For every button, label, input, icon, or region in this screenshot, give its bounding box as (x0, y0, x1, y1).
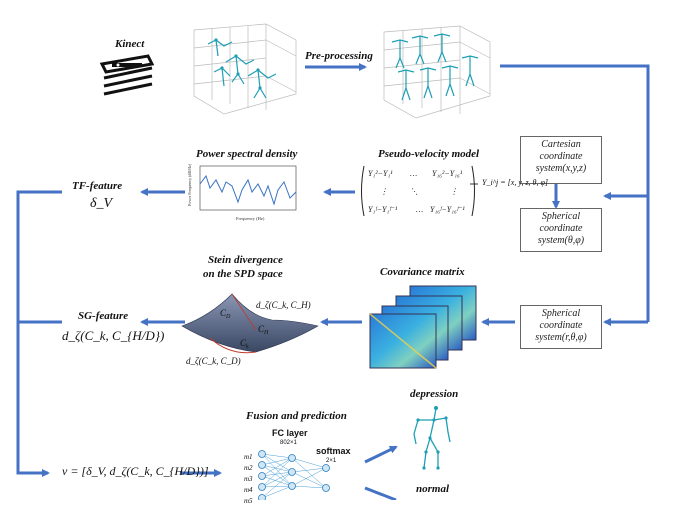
svg-text:Y₁ᶠ−Y₁ᶠ⁻¹: Y₁ᶠ−Y₁ᶠ⁻¹ (368, 205, 398, 214)
softmax-dim: 2×1 (326, 458, 337, 464)
arrow-to-depression (364, 445, 398, 464)
spherical1-line-1: Spherical (541, 211, 581, 222)
cartesian-coordinate-box: Cartesian coordinate system(x,y,z) (520, 136, 602, 184)
svg-text:…: … (410, 169, 417, 178)
svg-text:C: C (240, 338, 247, 348)
spherical1-line-2: coordinate (539, 223, 583, 234)
spherical1-line-3: system(θ,φ) (537, 235, 585, 246)
psd-xlabel: Frequency (Hz) (236, 216, 265, 221)
input-m5: m5 (244, 497, 253, 505)
normal-label: normal (416, 483, 450, 495)
kinect-device-icon (99, 54, 155, 96)
depression-label: depression (410, 388, 459, 400)
arrow-to-normal (364, 486, 397, 500)
psd-ylabel: Power Frequency (dB/Hz) (187, 163, 192, 206)
pseudo-velocity-formula: Y_i^j = [x, y, z, θ, φ] (482, 178, 549, 187)
tf-feature-label: TF-feature (72, 180, 123, 192)
stein-label-2: on the SPD space (203, 268, 283, 280)
svg-text:D: D (225, 314, 231, 320)
cartesian-line-3: system(x,y,z) (535, 163, 587, 174)
psd-plot: Power Frequency (dB/Hz) Frequency (Hz) (187, 163, 297, 221)
covariance-heatmaps (369, 285, 477, 369)
svg-text:Y₁₆²−Y₁₆¹: Y₁₆²−Y₁₆¹ (432, 169, 463, 178)
input-m1: m1 (244, 453, 253, 461)
spherical2-line-3: system(r,θ,φ) (535, 332, 587, 343)
svg-text:Y₁₆ᶠ−Y₁₆ᶠ⁻¹: Y₁₆ᶠ−Y₁₆ᶠ⁻¹ (430, 205, 465, 214)
pseudo-velocity-label: Pseudo-velocity model (378, 148, 480, 160)
spherical-coordinate-box-full: Spherical coordinate system(r,θ,φ) (520, 305, 602, 349)
softmax-label: softmax (316, 446, 351, 456)
sg-feature-label: SG-feature (78, 310, 129, 322)
svg-text:C: C (258, 324, 265, 334)
pseudo-velocity-matrix: Y₁²−Y₁¹ … Y₁₆²−Y₁₆¹ ⋮ ⋱ ⋮ Y₁ᶠ−Y₁ᶠ⁻¹ … Y₁₆ᶠ−Y₁₆… (361, 165, 475, 217)
spherical2-line-1: Spherical (541, 308, 581, 319)
left-trunk-line (16, 190, 62, 477)
psd-label: Power spectral density (196, 148, 298, 160)
tf-feature-symbol: δ_V (90, 196, 113, 211)
input-m2: m2 (244, 464, 253, 472)
svg-text:⋮: ⋮ (450, 187, 458, 196)
input-m4: m4 (244, 486, 253, 494)
cartesian-line-1: Cartesian (541, 139, 581, 150)
stein-label-1: Stein divergence (208, 254, 283, 266)
svg-text:⋮: ⋮ (380, 187, 388, 196)
spherical2-line-2: coordinate (539, 320, 583, 331)
spherical-coordinate-box-angles: Spherical coordinate system(θ,φ) (520, 208, 602, 252)
svg-text:k: k (246, 344, 249, 350)
svg-text:H: H (263, 330, 269, 336)
svg-text:C: C (220, 308, 227, 318)
svg-text:…: … (416, 205, 423, 214)
fc-layer-dim: 802×1 (280, 440, 297, 446)
raw-skeleton-plot (193, 23, 297, 115)
kinect-label: Kinect (115, 38, 145, 50)
processed-skeleton-plot (383, 25, 491, 119)
svg-text:d_ζ(C_k, C_H): d_ζ(C_k, C_H) (256, 300, 311, 310)
fusion-label: Fusion and prediction (246, 410, 347, 422)
svg-text:Y₁²−Y₁¹: Y₁²−Y₁¹ (368, 169, 393, 178)
svg-text:⋱: ⋱ (410, 187, 418, 196)
cartesian-line-2: coordinate (539, 151, 583, 162)
input-m3: m3 (244, 475, 253, 483)
fc-layer-label: FC layer (272, 428, 308, 438)
right-trunk-line (500, 64, 650, 322)
sg-feature-symbol: d_ζ(C_k, C_{H/D}) (62, 328, 165, 343)
feature-vector: v = [δ_V, d_ζ(C_k, C_{H/D})] (62, 464, 209, 478)
depression-skeleton-icon (413, 406, 451, 470)
fc-network (258, 450, 330, 500)
covariance-label: Covariance matrix (380, 266, 465, 278)
input-node-labels: m1 m2 m3 m4 m5 (244, 452, 253, 507)
preprocessing-label: Pre-processing (305, 50, 373, 62)
svg-text:d_ζ(C_k, C_D): d_ζ(C_k, C_D) (186, 356, 241, 366)
